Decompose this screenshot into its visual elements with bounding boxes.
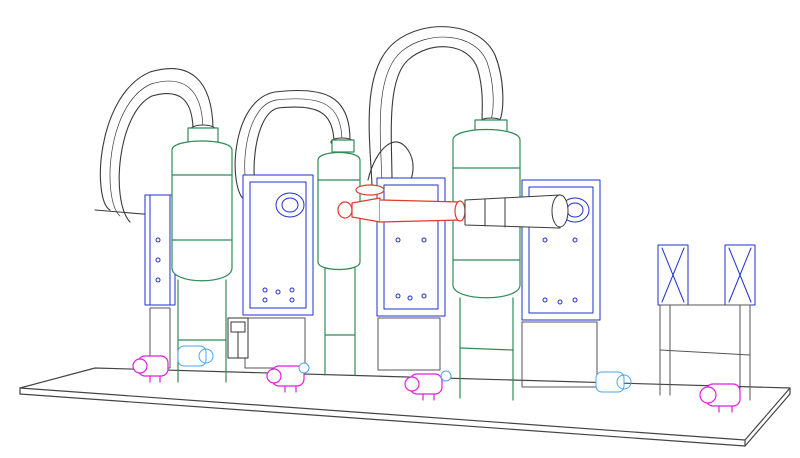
pump-3 — [404, 373, 443, 401]
base-platform — [19, 367, 791, 447]
flow-meter-1 — [298, 362, 310, 374]
vessel-1 — [171, 127, 233, 383]
cyclone-separator — [337, 184, 466, 223]
plate-heat-exchanger-3 — [376, 177, 446, 317]
pump-small-1 — [177, 345, 214, 367]
vessel-2 — [317, 139, 361, 376]
flow-meter-2 — [440, 370, 452, 382]
vessel-3 — [452, 119, 521, 401]
pump-2 — [266, 365, 305, 393]
plate-heat-exchanger-small-1 — [657, 244, 689, 306]
transfer-pipe — [464, 194, 569, 229]
gearbox-motor — [227, 317, 249, 359]
pump-small-2 — [595, 371, 632, 393]
pump-1 — [132, 355, 169, 383]
plate-heat-exchanger-small-2 — [724, 244, 756, 306]
plate-heat-exchanger-2 — [242, 174, 314, 316]
pump-4 — [699, 383, 741, 413]
plate-heat-exchanger-1 — [144, 194, 176, 306]
